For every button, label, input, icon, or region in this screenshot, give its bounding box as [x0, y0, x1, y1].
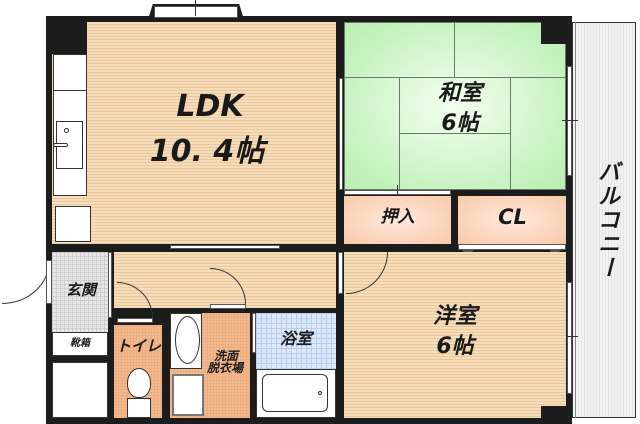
bath-drain-icon — [318, 391, 322, 395]
room-bath — [256, 313, 336, 369]
ldk-label: LDK — [176, 89, 244, 124]
tatami-line — [399, 133, 510, 134]
youshitsu-size: 6帖 — [436, 334, 474, 359]
tatami-line — [454, 22, 455, 77]
bath-door[interactable] — [252, 313, 256, 353]
entrance-door-frame — [46, 260, 52, 304]
genkan-step — [108, 252, 112, 318]
washitsu-size: 6帖 — [441, 111, 479, 136]
balcony-inner-line — [575, 22, 576, 418]
washitsu-label: 和室 — [437, 81, 482, 106]
oshiire-label: 押入 — [380, 207, 415, 227]
faucet-icon — [53, 143, 68, 147]
toilet-door-frame — [117, 318, 153, 323]
tatami-line — [344, 77, 566, 78]
youshitsu-label: 洋室 — [432, 304, 477, 329]
entrance-door[interactable] — [2, 260, 50, 304]
shoebox — [52, 332, 108, 356]
sliding-door[interactable] — [339, 78, 343, 190]
room-closet — [458, 196, 566, 244]
room-genkan — [52, 252, 108, 332]
corner-column — [52, 22, 87, 54]
bath-label: 浴室 — [279, 329, 312, 348]
toilet-tank-icon — [127, 398, 151, 418]
corner-column — [541, 406, 566, 418]
window-mark — [195, 0, 196, 16]
room-ldk — [52, 22, 336, 244]
washroom-door-frame — [210, 304, 246, 309]
window-mark — [562, 336, 578, 337]
genkan-label: 玄関 — [65, 281, 96, 299]
ldk-size: 10. 4帖 — [149, 134, 265, 169]
refrigerator-space — [55, 206, 91, 242]
washroom-label-1: 洗面 — [213, 349, 238, 363]
washbasin-bowl-icon — [175, 316, 200, 364]
shoebox-label: 靴箱 — [70, 338, 90, 349]
door-mark — [397, 185, 398, 199]
washing-machine-pan-icon — [172, 374, 204, 416]
bathtub-inner-icon — [262, 374, 328, 412]
bay-window — [154, 6, 238, 18]
toilet-bowl-icon — [127, 368, 151, 398]
room-youshitsu — [344, 252, 566, 418]
corner-column — [541, 22, 566, 44]
balcony-window[interactable] — [567, 282, 572, 394]
room-oshiire — [344, 196, 451, 244]
youshitsu-door-frame — [338, 252, 343, 294]
storage-space — [52, 362, 108, 418]
sliding-door[interactable] — [170, 245, 280, 249]
toilet-label: トイレ — [116, 337, 162, 355]
counter-divider — [53, 90, 87, 91]
balcony-label: バルコニー — [594, 160, 619, 280]
tatami-line — [510, 77, 511, 190]
window-mark — [562, 120, 578, 121]
balcony-window[interactable] — [567, 66, 572, 176]
balcony — [572, 22, 636, 418]
sink-drain-icon — [64, 128, 69, 133]
closet-door[interactable] — [458, 244, 566, 250]
washroom-label-2: 脱衣場 — [206, 361, 243, 375]
closet-label: CL — [498, 205, 527, 229]
room-washitsu — [344, 22, 566, 190]
